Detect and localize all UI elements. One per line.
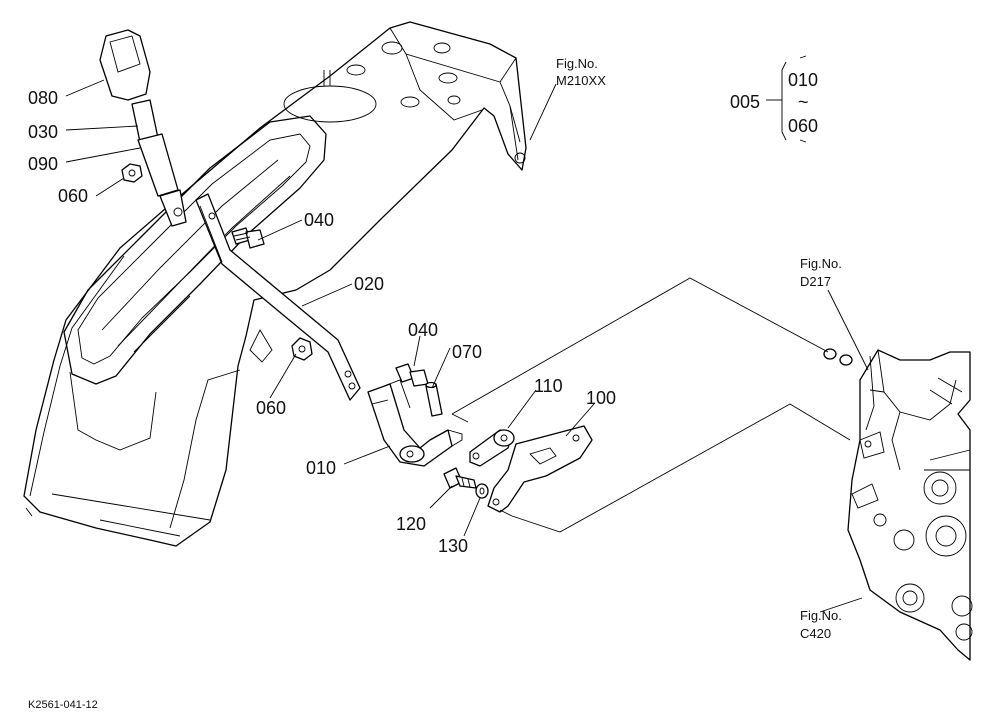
nut-060-lower [291,337,313,361]
leader-lines [65,79,869,613]
fender-housing [23,21,527,547]
label-080: 080 [28,88,58,108]
label-010: 010 [306,458,336,478]
figref-c420-title: Fig.No. [800,608,842,623]
label-030: 030 [28,122,58,142]
link-110 [469,429,515,467]
label-range-start: 010 [788,70,818,90]
rod-020 [195,193,361,401]
drawing-code: K2561-041-12 [28,699,98,711]
label-060-lower: 060 [256,398,286,418]
figref-d217-code: D217 [800,274,831,289]
figref-c420-code: C420 [800,626,831,641]
washer-130 [475,483,489,499]
label-range-separator: ~ [798,92,809,112]
figref-m210-code: M210XX [556,73,606,88]
label-060-top: 060 [58,186,88,206]
label-040-middle: 040 [408,320,438,340]
label-070: 070 [452,342,482,362]
bracket-010 [367,379,463,467]
bolt-040-upper [231,227,265,249]
label-130: 130 [438,536,468,556]
label-090: 090 [28,154,58,174]
label-100: 100 [586,388,616,408]
bolt-120 [443,467,477,489]
assembly-range-bracket [766,55,807,143]
label-020: 020 [354,274,384,294]
plate-100 [487,425,593,513]
label-assembly-005: 005 [730,92,760,112]
figref-d217-title: Fig.No. [800,256,842,271]
nut-060-top [121,163,143,183]
pin-070 [425,381,443,417]
label-range-end: 060 [788,116,818,136]
label-110: 110 [534,376,563,396]
label-120: 120 [396,514,426,534]
shift-lever [99,29,187,227]
figref-m210-title: Fig.No. [556,56,598,71]
transmission-housing [823,348,973,661]
label-040-upper: 040 [304,210,334,230]
guide-lines [451,277,851,533]
